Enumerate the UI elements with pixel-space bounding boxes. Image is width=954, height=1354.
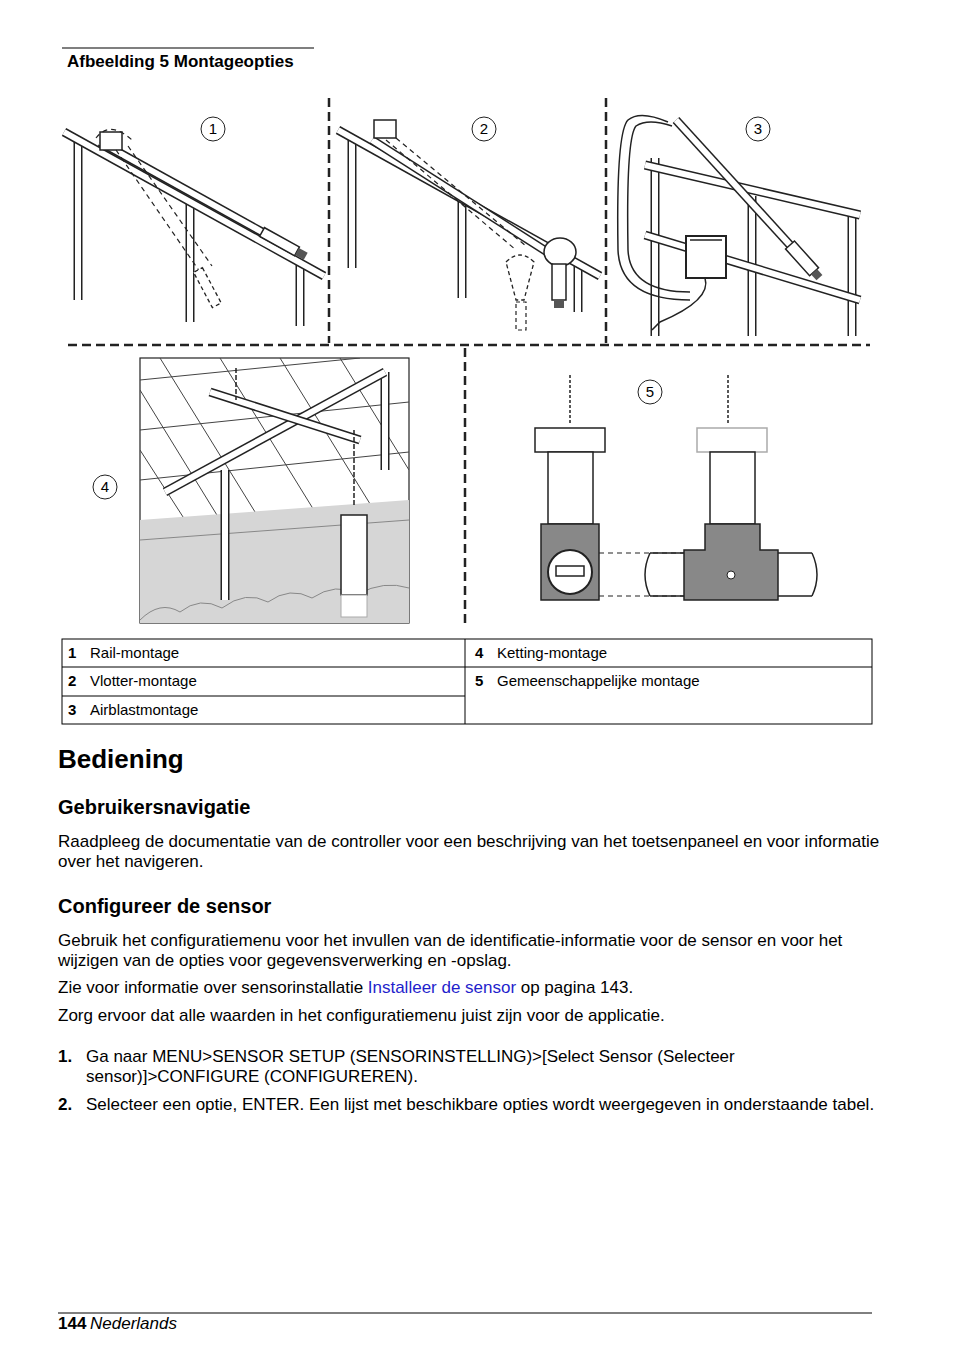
paragraph: Gebruik het configuratiemenu voor het in… [58,931,888,971]
rule [58,1313,872,1314]
link: Installeer de sensor [368,978,516,997]
subsection-heading: Configureer de sensor [58,894,271,918]
step-text: Selecteer een optie, ENTER. Een lijst me… [86,1095,876,1115]
table-cell-number: 2 [68,672,76,690]
callout-number: 3 [746,120,770,138]
table-cell-text: Airblastmontage [90,701,198,719]
page-number: 144 [58,1314,86,1334]
paragraph-text: op pagina 143. [521,978,634,997]
table-cell-text: Ketting-montage [497,644,607,662]
chain-mount-drawing [140,358,409,623]
paragraph: Zie voor informatie over sensorinstallat… [58,978,888,998]
table-cell-number: 1 [68,644,76,662]
table-cell-number: 5 [475,672,483,690]
callout-circles [93,117,770,499]
table-cell-text: Rail-montage [90,644,179,662]
section-heading: Bediening [58,744,184,775]
universal-mount-drawing [535,375,817,600]
step-number: 2. [58,1095,72,1115]
subsection-heading: Gebruikersnavigatie [58,795,250,819]
table-cell-number: 4 [475,644,483,662]
step-text: Ga naar MENU>SENSOR SETUP (SENSORINSTELL… [86,1047,876,1087]
paragraph-text: Zie voor informatie over sensorinstallat… [58,978,363,997]
callout-number: 1 [201,120,225,138]
airblast-mount-drawing [618,115,860,336]
step-number: 1. [58,1047,72,1067]
table-cell-number: 3 [68,701,76,719]
callout-number: 4 [93,478,117,496]
panel-dividers [68,98,870,625]
float-mount-drawing [338,120,600,330]
table-cell-text: Gemeenschappelijke montage [497,672,700,690]
footer-text: Nederlands [90,1314,177,1334]
paragraph: Raadpleeg de documentatie van de control… [58,832,888,872]
table-cell-text: Vlotter-montage [90,672,197,690]
figure-title: Afbeelding 5 Montageopties [67,52,294,72]
rail-mount-drawing [64,129,324,326]
callout-number: 5 [638,383,662,401]
legend-table [62,639,872,724]
paragraph: Zorg ervoor dat alle waarden in het conf… [58,1006,888,1026]
rule [62,47,314,48]
callout-number: 2 [472,120,496,138]
